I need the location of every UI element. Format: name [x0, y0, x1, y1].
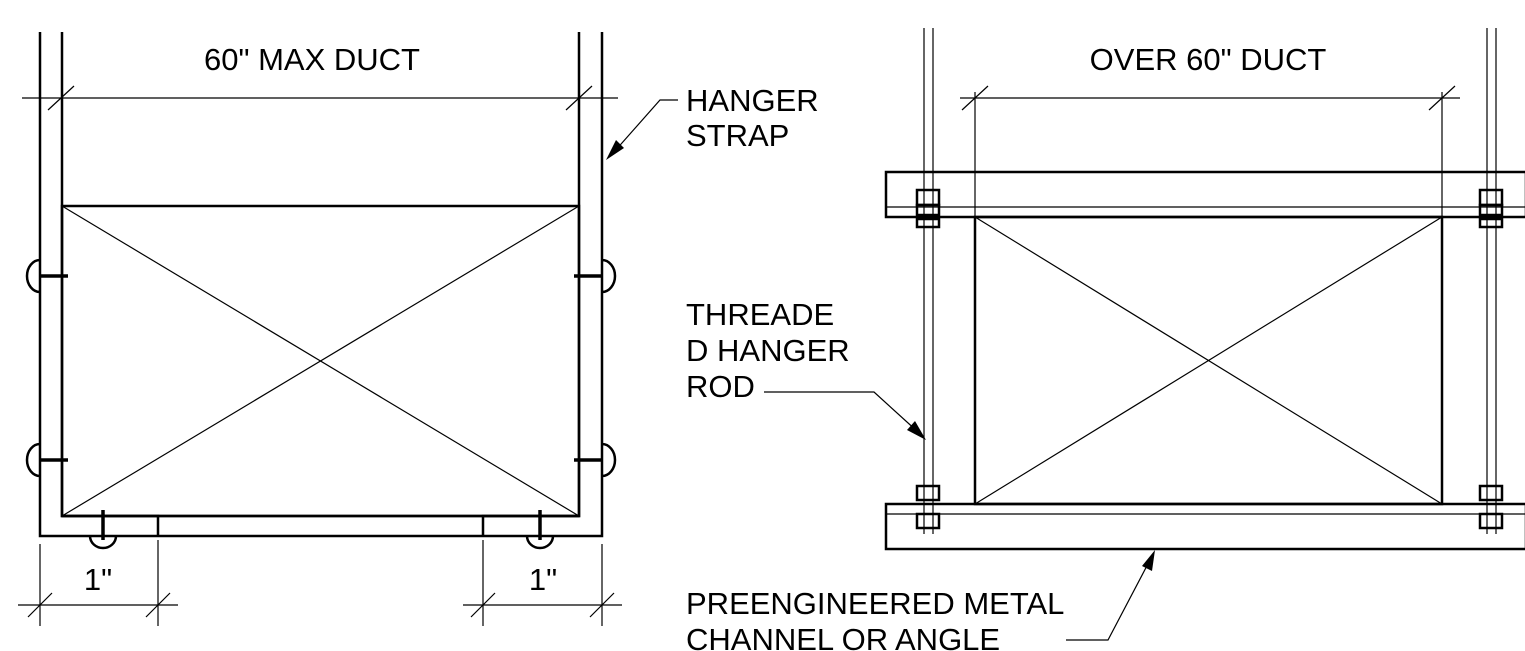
lower-channel — [884, 502, 1525, 551]
right-duct — [973, 215, 1444, 506]
left-top-dimension: 60" MAX DUCT — [22, 42, 618, 111]
upper-channel — [884, 170, 1525, 219]
threaded-rod-label-line1: THREADE — [686, 297, 834, 332]
left-bottom-dimensions: 1" 1" — [18, 540, 622, 626]
threaded-rods — [923, 28, 1497, 534]
rod-nuts — [915, 188, 1504, 530]
left-side-fasteners — [25, 258, 617, 478]
channel-label-line1: PREENGINEERED METAL — [686, 586, 1064, 621]
threaded-rod-callout: THREADE D HANGER ROD — [686, 297, 926, 440]
hanger-strap-callout: HANGER STRAP — [606, 83, 819, 160]
channel-callout: PREENGINEERED METAL CHANNEL OR ANGLE — [686, 550, 1155, 651]
hanger-strap-label-line2: STRAP — [686, 118, 789, 153]
left-bottom-tabs — [62, 510, 579, 550]
left-detail: 60" MAX DUCT 1" 1" HANGER STRAP — [18, 32, 819, 626]
hanger-strap-label-line1: HANGER — [686, 83, 819, 118]
left-bottom-dim-label-right: 1" — [529, 562, 557, 597]
left-hanger-strap — [38, 32, 604, 538]
right-top-dimension: OVER 60" DUCT — [960, 42, 1460, 217]
right-detail: OVER 60" DUCT THREADE D HANGER ROD PREEN… — [686, 28, 1525, 651]
channel-label-line2: CHANNEL OR ANGLE — [686, 622, 1000, 651]
threaded-rod-label-line2: D HANGER — [686, 333, 850, 368]
left-top-dimension-label: 60" MAX DUCT — [204, 42, 420, 77]
left-duct — [60, 204, 581, 518]
threaded-rod-label-line3: ROD — [686, 369, 755, 404]
left-bottom-dim-label-left: 1" — [84, 562, 112, 597]
right-top-dimension-label: OVER 60" DUCT — [1090, 42, 1327, 77]
